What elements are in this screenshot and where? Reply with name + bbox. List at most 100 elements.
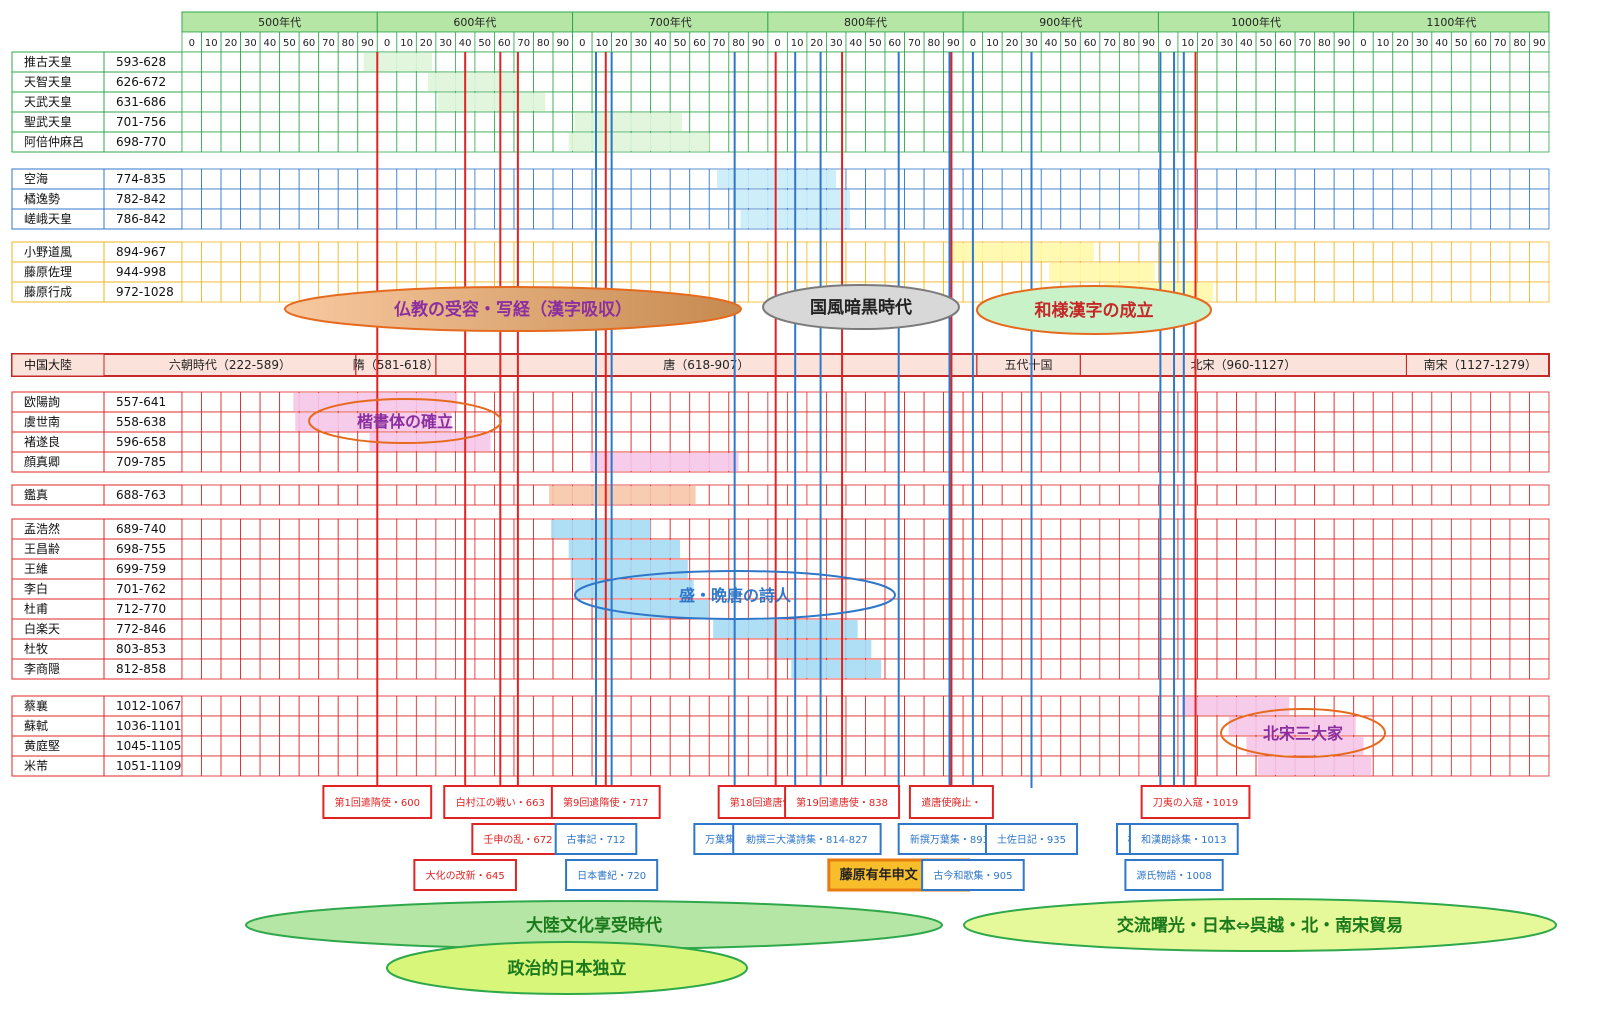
- grid-cell: [279, 658, 300, 680]
- grid-cell: [396, 618, 417, 640]
- annotation-text: 盛・晩唐の詩人: [679, 586, 792, 605]
- grid-cell: [1138, 188, 1159, 210]
- grid-cell: [240, 51, 261, 73]
- grid-cell: [865, 451, 886, 473]
- grid-cell: [1079, 131, 1101, 153]
- lifespan-bar: [574, 113, 682, 131]
- grid-cell: [1001, 51, 1023, 73]
- grid-cell: [1099, 658, 1120, 680]
- grid-cell: [572, 188, 593, 210]
- grid-cell: [181, 391, 202, 413]
- grid-cell: [435, 715, 456, 737]
- grid-cell: [669, 755, 691, 777]
- decade-label: 20: [615, 38, 628, 49]
- person-name: 孟浩然: [24, 521, 60, 536]
- grid-cell: [630, 91, 652, 113]
- grid-cell: [1333, 451, 1355, 473]
- grid-cell: [572, 431, 593, 453]
- grid-cell: [650, 241, 671, 263]
- grid-cell: [689, 241, 710, 263]
- grid-cell: [1333, 618, 1355, 640]
- grid-cell: [1450, 71, 1472, 93]
- grid-cell: [611, 715, 632, 737]
- grid-cell: [1236, 91, 1257, 113]
- grid-cell: [1372, 695, 1394, 717]
- grid-cell: [904, 51, 925, 73]
- grid-cell: [1001, 484, 1023, 506]
- grid-cell: [1470, 578, 1491, 600]
- decade-label: 60: [1279, 38, 1292, 49]
- grid-cell: [396, 755, 417, 777]
- grid-cell: [1372, 281, 1394, 303]
- grid-cell: [1197, 131, 1218, 153]
- grid-cell: [923, 538, 945, 560]
- grid-cell: [1255, 168, 1276, 190]
- grid-cell: [630, 51, 652, 73]
- grid-cell: [259, 241, 281, 263]
- grid-cell: [415, 208, 437, 230]
- grid-cell: [494, 538, 515, 560]
- grid-cell: [943, 411, 964, 433]
- decade-label: 40: [1240, 38, 1253, 49]
- grid-cell: [1138, 208, 1159, 230]
- decade-label: 30: [1220, 38, 1233, 49]
- grid-cell: [669, 71, 691, 93]
- grid-cell: [181, 598, 202, 620]
- grid-cell: [181, 451, 202, 473]
- grid-cell: [708, 431, 730, 453]
- lifespan-bar: [568, 540, 680, 558]
- decade-label: 50: [283, 38, 296, 49]
- grid-cell: [943, 208, 964, 230]
- grid-cell: [1001, 188, 1023, 210]
- century-header-label: 900年代: [1039, 15, 1082, 29]
- grid-cell: [904, 598, 925, 620]
- grid-cell: [904, 618, 925, 640]
- grid-cell: [1294, 188, 1316, 210]
- grid-cell: [1079, 578, 1101, 600]
- dynasty-period-label: 五代十国: [1005, 358, 1053, 372]
- grid-cell: [1236, 484, 1257, 506]
- grid-cell: [1275, 451, 1296, 473]
- grid-cell: [786, 91, 808, 113]
- grid-cell: [728, 484, 749, 506]
- grid-cell: [1060, 715, 1081, 737]
- grid-cell: [1314, 261, 1335, 283]
- grid-cell: [1294, 558, 1316, 580]
- grid-cell: [494, 755, 515, 777]
- grid-cell: [279, 558, 300, 580]
- grid-cell: [1216, 598, 1237, 620]
- grid-cell: [415, 111, 437, 133]
- grid-cell: [1509, 261, 1530, 283]
- grid-cell: [1470, 111, 1491, 133]
- grid-cell: [982, 715, 1003, 737]
- grid-cell: [552, 91, 573, 113]
- lifespan-bar: [551, 520, 651, 538]
- grid-cell: [552, 451, 573, 473]
- grid-cell: [1529, 558, 1550, 580]
- grid-cell: [1353, 208, 1374, 230]
- grid-cell: [806, 261, 827, 283]
- grid-cell: [845, 538, 866, 560]
- grid-cell: [1333, 168, 1355, 190]
- grid-cell: [1353, 518, 1374, 540]
- grid-cell: [982, 188, 1003, 210]
- grid-cell: [1040, 518, 1062, 540]
- grid-cell: [396, 735, 417, 757]
- grid-cell: [1275, 91, 1296, 113]
- grid-cell: [1411, 715, 1433, 737]
- grid-cell: [415, 715, 437, 737]
- person-years: 774-835: [116, 172, 166, 186]
- grid-cell: [943, 598, 964, 620]
- person-years: 689-740: [116, 522, 166, 536]
- grid-cell: [1372, 451, 1394, 473]
- grid-cell: [728, 735, 749, 757]
- grid-cell: [1294, 391, 1316, 413]
- grid-cell: [1411, 618, 1433, 640]
- decade-label: 10: [400, 38, 413, 49]
- grid-cell: [533, 695, 554, 717]
- grid-cell: [884, 168, 905, 190]
- grid-cell: [1138, 91, 1159, 113]
- grid-cell: [494, 451, 515, 473]
- grid-cell: [1529, 131, 1550, 153]
- grid-cell: [923, 618, 945, 640]
